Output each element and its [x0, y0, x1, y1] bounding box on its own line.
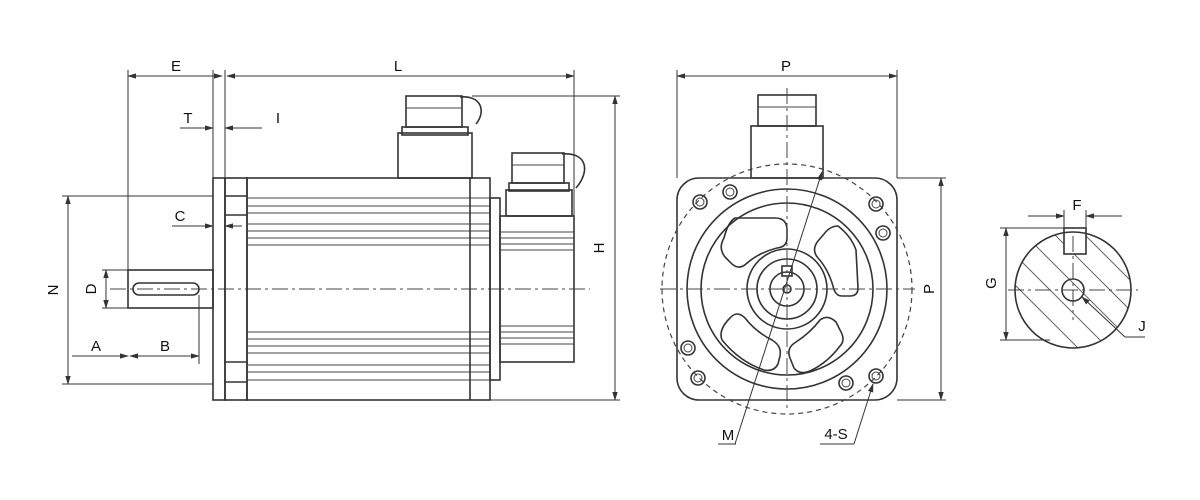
shaft — [110, 269, 590, 309]
label-P-side: P — [921, 284, 938, 294]
front-centerlines — [660, 88, 915, 412]
power-connector — [397, 95, 482, 179]
label-H: H — [591, 243, 608, 254]
label-J: J — [1138, 318, 1146, 335]
label-T: T — [183, 110, 192, 127]
label-N: N — [45, 285, 62, 296]
labels: E L T I C N D A B H P P M 4-S F G J — [45, 58, 1146, 444]
label-C: C — [175, 208, 186, 225]
label-I: I — [276, 110, 280, 127]
label-4-S: 4-S — [824, 426, 847, 443]
label-M: M — [722, 427, 735, 444]
label-D: D — [83, 283, 100, 294]
label-G: G — [983, 277, 1000, 289]
front-windows — [720, 217, 859, 374]
dimension-lines-section — [1000, 210, 1145, 341]
label-P-top: P — [781, 58, 791, 75]
front-view — [660, 70, 946, 445]
label-E: E — [171, 58, 181, 75]
label-A: A — [91, 338, 101, 355]
mounting-holes — [680, 184, 891, 391]
label-B: B — [160, 338, 170, 355]
dimension-lines-side — [62, 70, 620, 401]
label-F: F — [1072, 197, 1081, 214]
dimension-lines-front — [676, 70, 946, 445]
encoder-section — [489, 197, 575, 381]
side-view — [62, 70, 620, 401]
label-L: L — [394, 58, 402, 75]
encoder-connector — [505, 152, 586, 217]
